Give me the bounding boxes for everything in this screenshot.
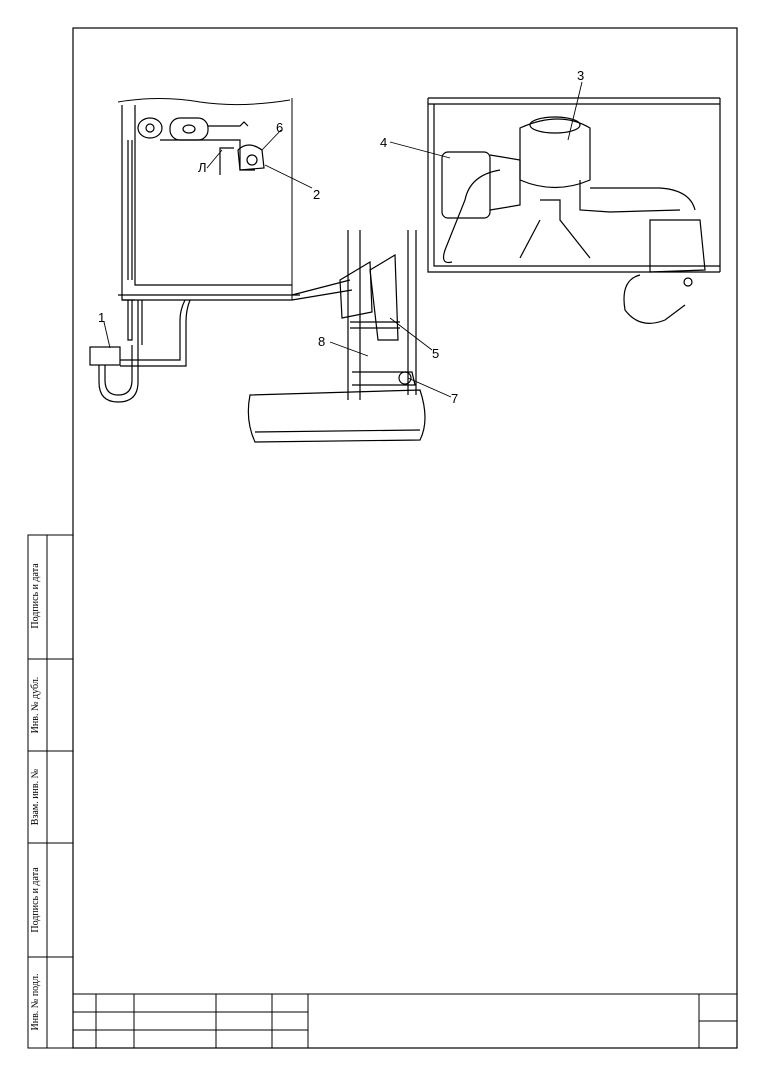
callout-8: 8 — [318, 334, 325, 349]
callout-1: 1 — [98, 310, 105, 325]
main-frame — [72, 27, 738, 1049]
stamp-inv-podl: Инв. № подл. — [30, 973, 41, 1031]
callout-3: 3 — [577, 68, 584, 83]
stamp-signature-date-1: Подпись и дата — [30, 563, 41, 629]
callout-4: 4 — [380, 135, 387, 150]
callout-5: 5 — [432, 346, 439, 361]
stamp-inv-dubl: Инв. № дубл. — [30, 676, 41, 734]
callout-6: 6 — [276, 120, 283, 135]
callout-L: Л — [198, 160, 207, 175]
callout-7: 7 — [451, 391, 458, 406]
stamp-vzam-inv: Взам. инв. № — [30, 768, 41, 826]
hydraulic-layout-drawing — [89, 98, 426, 443]
callout-2: 2 — [313, 187, 320, 202]
title-block — [73, 993, 737, 1048]
pump-assembly-drawing — [427, 97, 721, 324]
callout-leaders — [103, 81, 583, 398]
side-stamp-frame — [27, 534, 74, 1049]
stamp-signature-date-2: Подпись и дата — [30, 867, 41, 933]
